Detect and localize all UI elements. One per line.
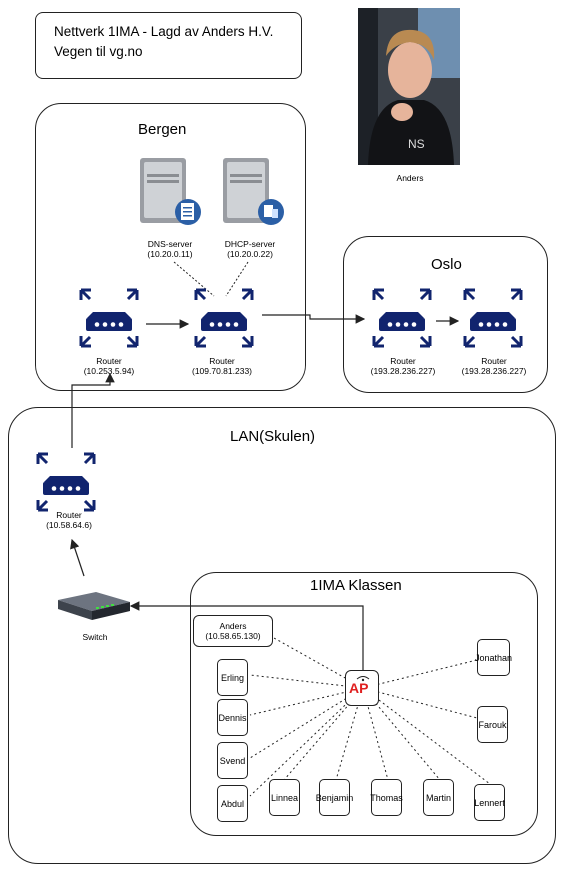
person-linnea: Linnea [269, 779, 300, 816]
header-box: Nettverk 1IMA - Lagd av Anders H.V. Vege… [35, 12, 302, 79]
dhcp-server-icon [223, 158, 284, 225]
person-abdul: Abdul [217, 785, 248, 822]
person-thomas: Thomas [370, 779, 403, 816]
oslo-title: Oslo [431, 256, 462, 273]
header-line1: Nettverk 1IMA - Lagd av Anders H.V. [54, 24, 274, 39]
access-point: AP [345, 670, 379, 706]
person-farouk: Farouk [477, 706, 508, 743]
router-label-bergen2: Router(109.70.81.233) [191, 356, 253, 376]
person-erling: Erling [217, 659, 248, 696]
person-svend: Svend [217, 742, 248, 779]
link-dhcp-router [225, 261, 249, 297]
lan-title: LAN(Skulen) [230, 428, 316, 445]
photo-caption: Anders [396, 173, 424, 183]
bergen-title: Bergen [138, 121, 187, 138]
header-line2: Vegen til vg.no [54, 44, 143, 59]
switch-label: Switch [82, 632, 108, 642]
router-label-oslo2: Router(193.28.236.227) [461, 356, 527, 376]
person-photo-image: NS [358, 8, 460, 165]
link-bergen2-oslo1 [262, 314, 366, 324]
switch-icon [58, 592, 130, 620]
router-label-oslo1: Router(193.28.236.227) [370, 356, 436, 376]
dhcp-server-label: DHCP-server(10.20.0.22) [224, 239, 276, 259]
person-benjamin: Benjamin [316, 779, 353, 816]
person-dennis: Dennis [217, 699, 248, 736]
ap-label: AP [349, 680, 369, 696]
person-jonathan: Jonathan [475, 639, 512, 676]
router-label-bergen1: Router(10.253.5.94) [83, 356, 135, 376]
dns-server-label: DNS-server(10.20.0.11) [147, 239, 193, 259]
person-martin: Martin [423, 779, 454, 816]
link-lan-bergen1 [71, 372, 115, 448]
person-lennert: Lennert [474, 784, 505, 821]
link-switch-lan-router [70, 538, 85, 577]
link-dns-router [173, 261, 215, 297]
link-ap-switch [129, 601, 364, 670]
klassen-title: 1IMA Klassen [310, 577, 402, 594]
oslo-region [343, 236, 548, 393]
anders-device: Anders(10.58.65.130) [193, 615, 273, 647]
svg-text:NS: NS [408, 137, 425, 151]
dns-server-icon [140, 158, 201, 225]
ap-antenna-icon [356, 676, 370, 682]
router-label-lan: Router(10.58.64.6) [46, 510, 92, 530]
anders-photo: NS [358, 8, 460, 165]
